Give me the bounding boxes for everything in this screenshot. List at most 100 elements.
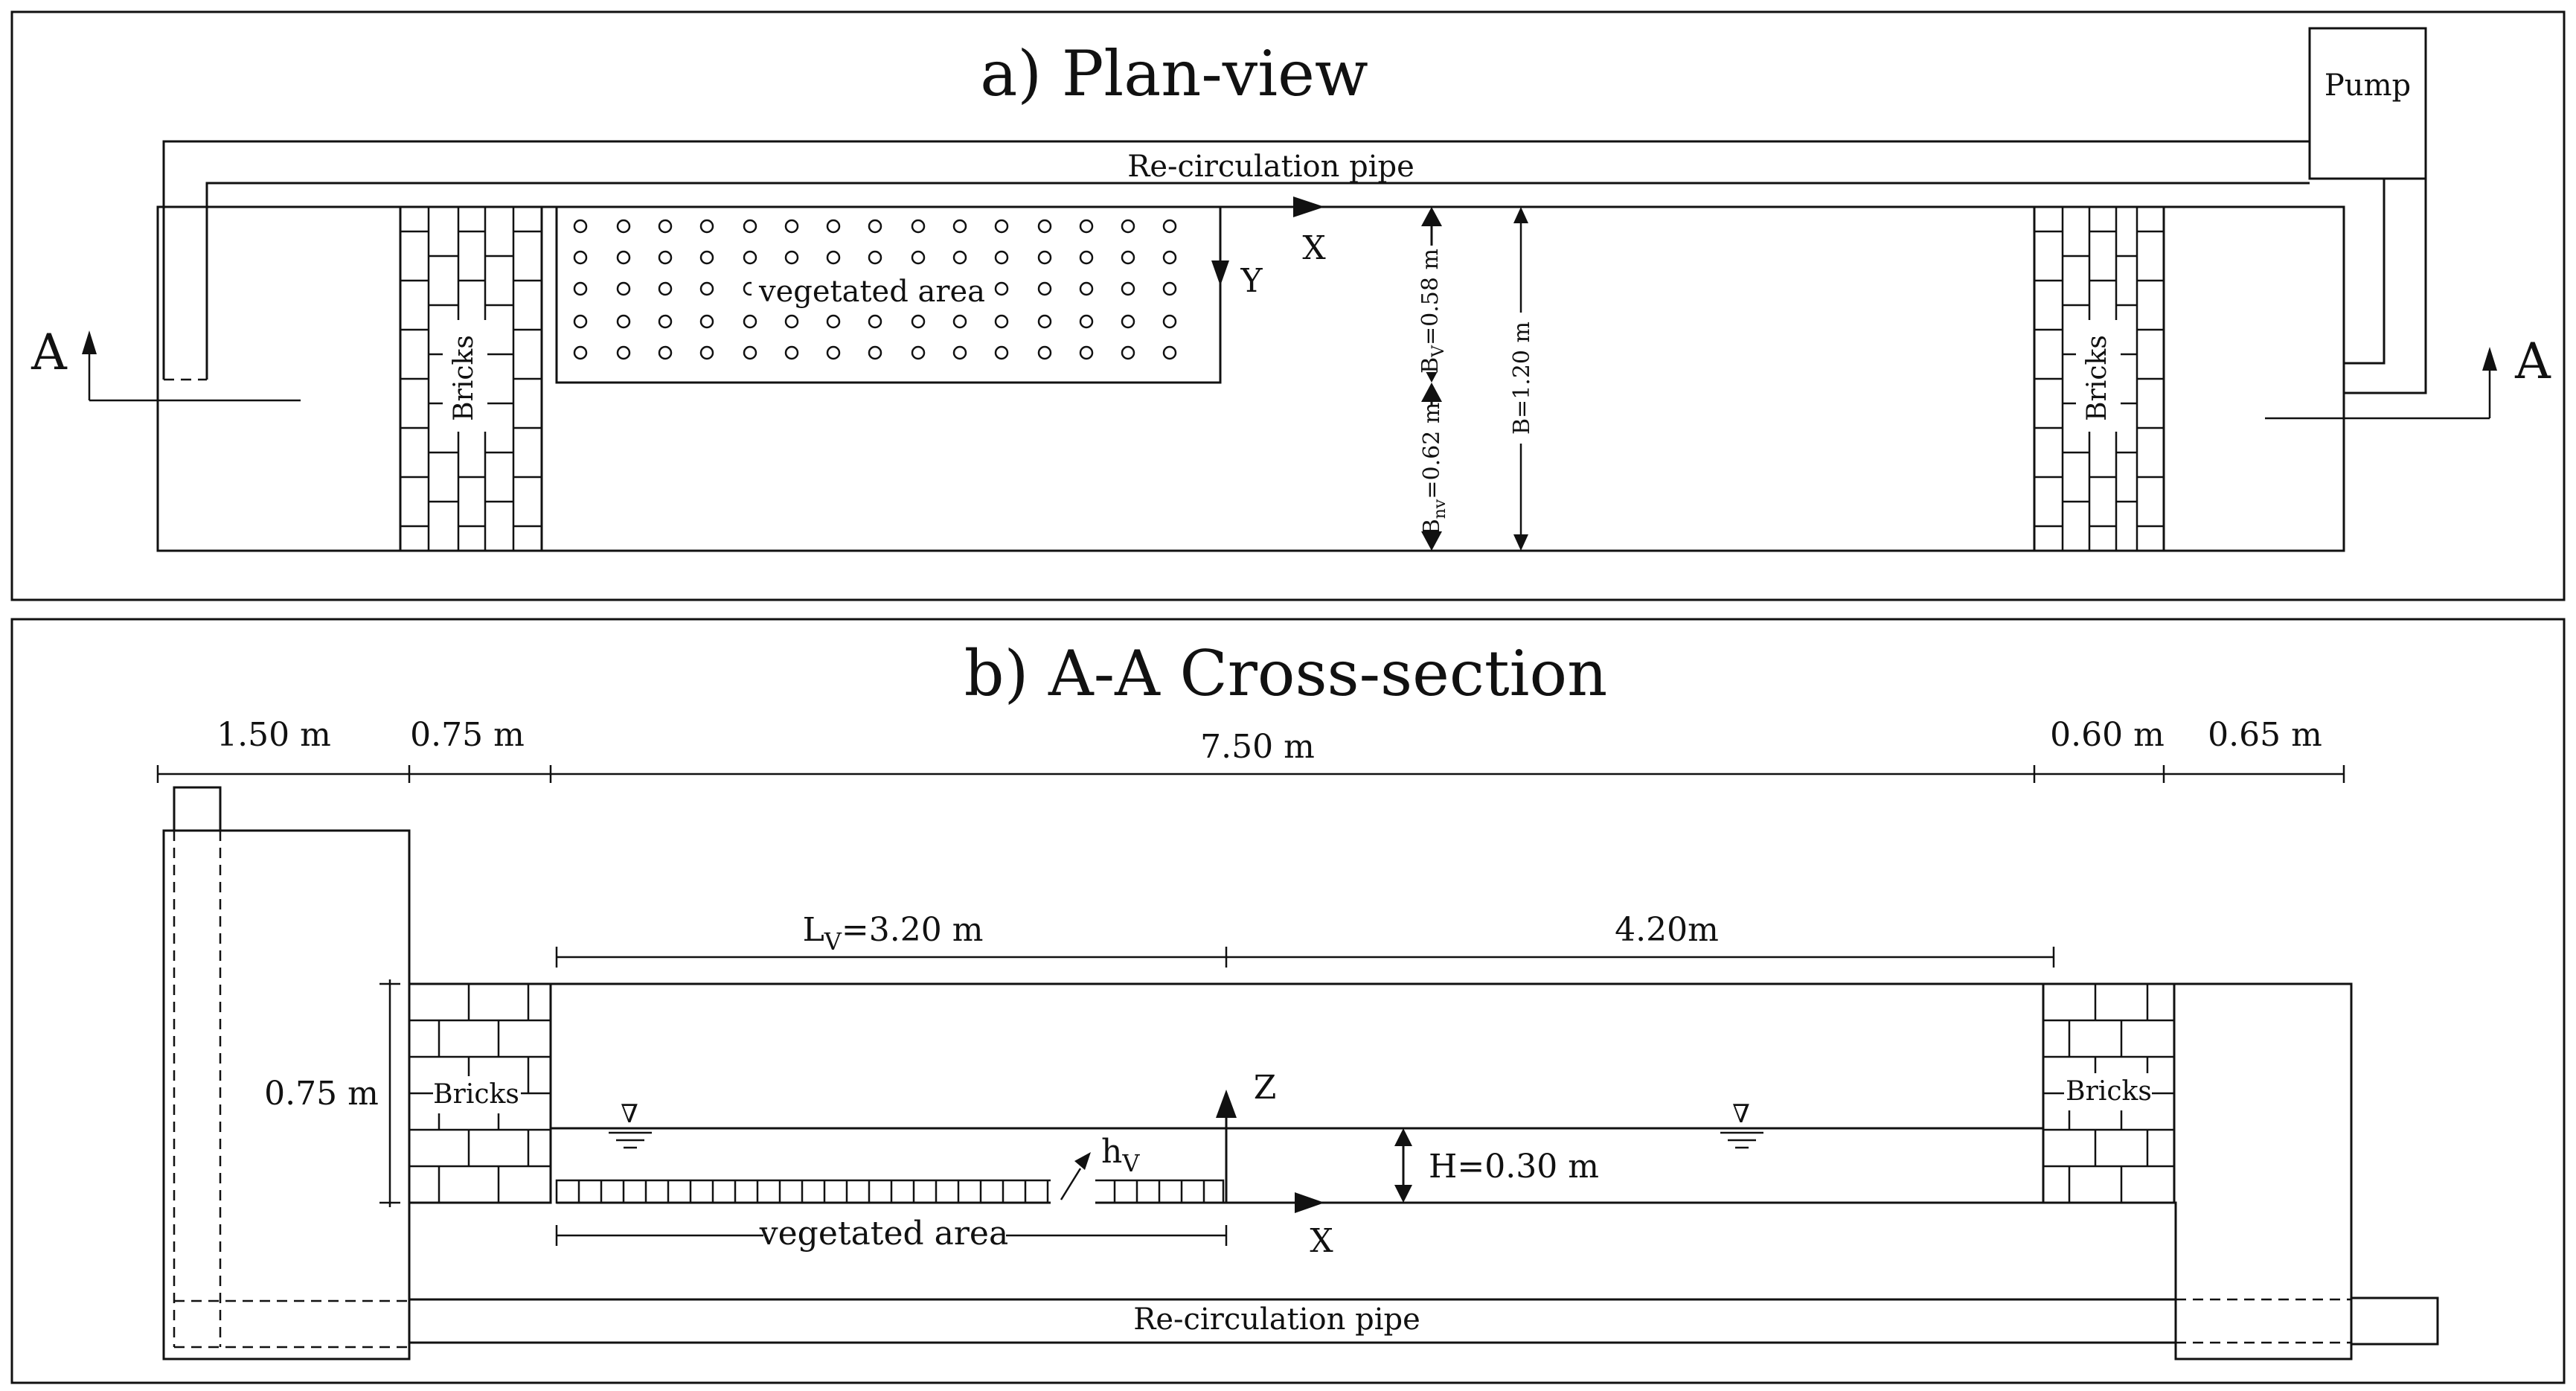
section-vegetated-label: vegetated area bbox=[759, 1215, 1008, 1253]
vegetation-stem bbox=[868, 219, 882, 234]
vegetation-stem bbox=[952, 219, 967, 234]
vegetation-stem bbox=[1037, 345, 1052, 360]
bricks-label-bg bbox=[443, 320, 487, 432]
vegetation-stem bbox=[826, 250, 841, 265]
inlet-tank-cap bbox=[173, 786, 222, 832]
vegetated-label-bg bbox=[763, 1218, 1006, 1255]
dim-1-50: 1.50 m bbox=[217, 716, 331, 754]
vegetation-stem bbox=[1037, 281, 1052, 296]
plan-bricks-right: Bricks bbox=[2033, 205, 2165, 552]
vegetated-label-bg bbox=[752, 269, 991, 310]
vegetation-stem bbox=[658, 281, 673, 296]
height-0-75-label: 0.75 m bbox=[264, 1075, 379, 1113]
vegetation-stem bbox=[1121, 250, 1135, 265]
vegetation-stem bbox=[658, 314, 673, 329]
vegetation-stem bbox=[1037, 250, 1052, 265]
y-axis-arrowhead bbox=[1211, 260, 1229, 286]
vegetation-stem bbox=[699, 219, 714, 234]
vegetation-stem bbox=[911, 314, 926, 329]
section-marker-left-arrow bbox=[82, 330, 97, 354]
h-arrow-bottom bbox=[1394, 1185, 1412, 1203]
vegetation-stem bbox=[1079, 281, 1094, 296]
plan-bnv-label: Bnv=0.62 m bbox=[1419, 403, 1449, 536]
outlet-pipe-stub bbox=[2350, 1296, 2439, 1346]
vegetation-stem bbox=[1079, 345, 1094, 360]
vegetation-stem bbox=[573, 281, 588, 296]
vegetation-stem bbox=[616, 345, 631, 360]
vegetation-stem bbox=[616, 314, 631, 329]
section-axis-x-label: X bbox=[1310, 1222, 1333, 1260]
vegetation-stem bbox=[994, 219, 1009, 234]
vegetation-stem bbox=[826, 345, 841, 360]
vegetation-stem bbox=[658, 345, 673, 360]
plan-axis-y-label: Y bbox=[1240, 262, 1263, 300]
vegetation-stem bbox=[868, 345, 882, 360]
hv-arrowhead bbox=[1074, 1152, 1091, 1170]
plan-bricks-left: Bricks bbox=[399, 205, 543, 552]
vegetation-stem bbox=[868, 250, 882, 265]
vegetation-stem bbox=[868, 314, 882, 329]
vegetation-stem bbox=[1079, 250, 1094, 265]
vegetation-stem bbox=[994, 250, 1009, 265]
vegetation-stem bbox=[1121, 345, 1135, 360]
cross-section-frame bbox=[10, 618, 2566, 1384]
vegetation-stem bbox=[952, 345, 967, 360]
vegetation-strip-stems bbox=[577, 1180, 1205, 1203]
vegetation-stem bbox=[784, 250, 799, 265]
z-axis-arrowhead bbox=[1216, 1090, 1237, 1118]
vegetation-stem bbox=[699, 345, 714, 360]
water-symbol-right: ∇ bbox=[1732, 1099, 1750, 1129]
vegetation-stem bbox=[573, 219, 588, 234]
vegetation-stem bbox=[573, 314, 588, 329]
vegetation-stem bbox=[743, 219, 757, 234]
bnv-arrow-bottom bbox=[1421, 531, 1442, 551]
vegetation-stem bbox=[911, 250, 926, 265]
vegetation-stem bbox=[573, 250, 588, 265]
plan-view-panel: a) Plan-view Pump Re-circulation pipe Br… bbox=[10, 10, 2566, 601]
section-axis-z-label: Z bbox=[1254, 1069, 1277, 1107]
section-left-label: A bbox=[31, 324, 68, 381]
cross-section-panel: b) A-A Cross-section 1.50 m 0.75 m 7.50 … bbox=[10, 618, 2566, 1384]
vegetation-stem bbox=[1162, 250, 1177, 265]
bricks-label-bg bbox=[2064, 1073, 2152, 1110]
bnv-label-bg bbox=[1417, 406, 1446, 531]
vegetation-stem bbox=[658, 219, 673, 234]
section-right-label: A bbox=[2514, 333, 2551, 390]
vegetation-stem bbox=[1162, 345, 1177, 360]
plan-bricks-right-label: Bricks bbox=[2082, 335, 2112, 421]
vegetation-stem bbox=[573, 345, 588, 360]
vegetation-stem bbox=[743, 345, 757, 360]
vegetation-stem bbox=[994, 281, 1009, 296]
section-pipe-label: Re-circulation pipe bbox=[1133, 1302, 1420, 1337]
pump-box bbox=[2308, 27, 2427, 180]
plan-b-total-label: B=1.20 m bbox=[1509, 322, 1535, 435]
pump-label: Pump bbox=[2325, 68, 2411, 103]
plan-pipe-label: Re-circulation pipe bbox=[1127, 150, 1414, 184]
vegetation-stem bbox=[1121, 314, 1135, 329]
plan-view-frame bbox=[10, 10, 2566, 601]
water-symbol-left: ∇ bbox=[621, 1099, 638, 1129]
plan-vegetated-label: vegetated area bbox=[758, 275, 985, 309]
vegetation-stem bbox=[826, 219, 841, 234]
bv-label-bg bbox=[1417, 246, 1446, 372]
section-bricks-right: Bricks bbox=[2042, 982, 2176, 1204]
vegetation-stem bbox=[1037, 314, 1052, 329]
vegetation-stem bbox=[743, 250, 757, 265]
vegetation-stem bbox=[1162, 314, 1177, 329]
vegetation-stem bbox=[616, 250, 631, 265]
pump-pipe-1 bbox=[2344, 179, 2386, 365]
lv-label: LV=3.20 m bbox=[803, 911, 984, 956]
b-arrow-bottom bbox=[1513, 534, 1528, 551]
x-axis-arrowhead bbox=[1293, 196, 1324, 217]
vegetation-stem bbox=[699, 281, 714, 296]
vegetation-stem bbox=[1121, 219, 1135, 234]
plan-bv-label: BV=0.58 m bbox=[1417, 249, 1448, 374]
b-arrow-top bbox=[1513, 207, 1528, 223]
vegetation-stem bbox=[699, 314, 714, 329]
vegetation-stem bbox=[699, 250, 714, 265]
bricks-label-bg bbox=[433, 1076, 521, 1113]
recirculation-pipe-outer bbox=[162, 140, 2310, 380]
dimension-ticks bbox=[156, 765, 2345, 783]
plan-view-title: a) Plan-view bbox=[980, 37, 1368, 110]
bv-arrow-top bbox=[1421, 207, 1442, 226]
